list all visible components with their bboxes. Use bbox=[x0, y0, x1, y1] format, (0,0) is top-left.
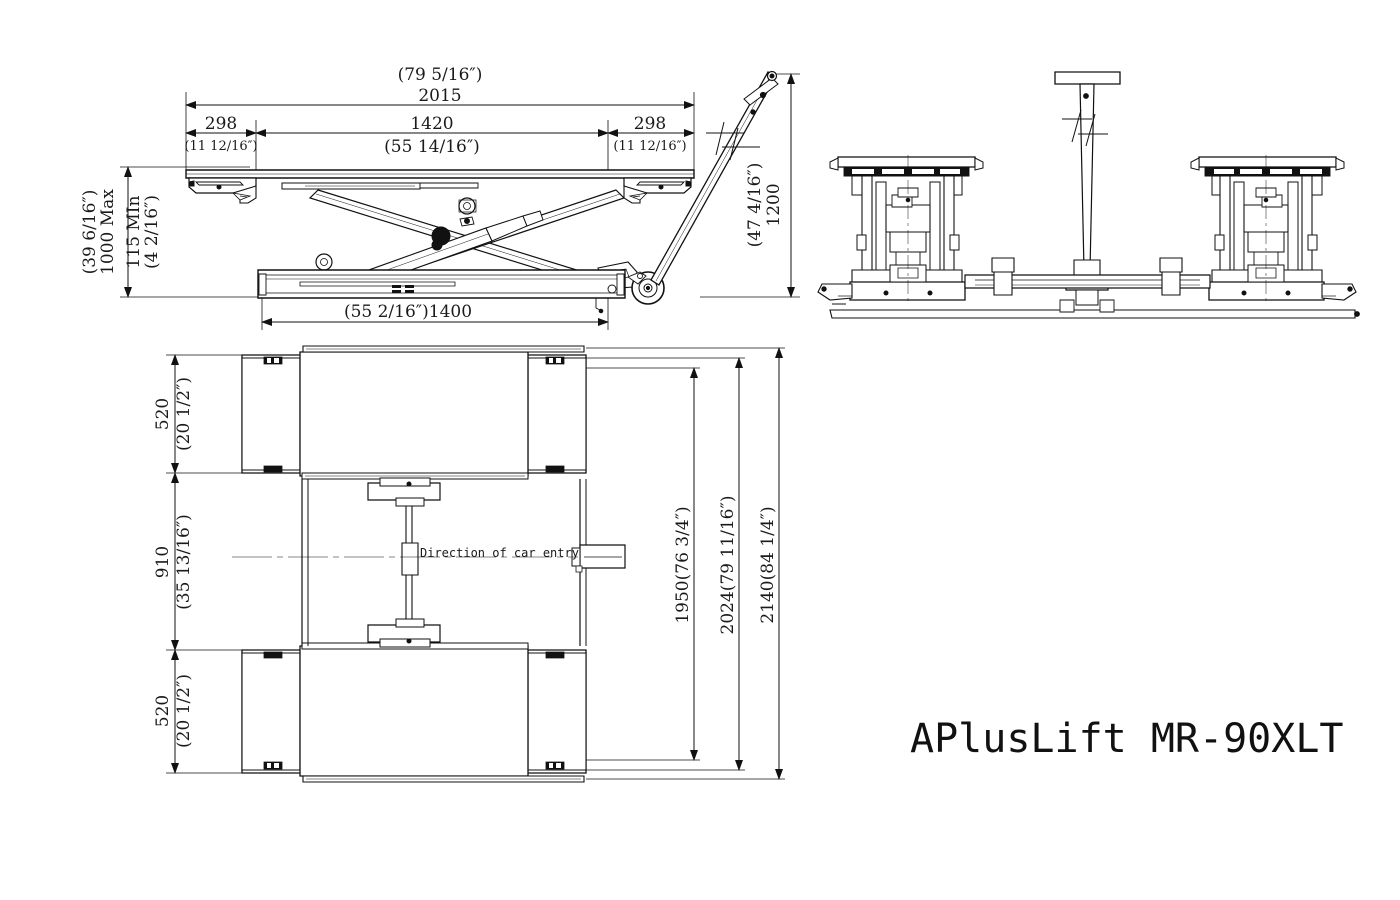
label-overall-length-in: (79 5/16″) bbox=[398, 65, 483, 85]
label-right-ramp-in: (11 12/16″) bbox=[613, 139, 686, 154]
label-plan-width-outer: 2140(84 1/4″) bbox=[758, 506, 778, 623]
plan-bottom-runway bbox=[241, 642, 587, 783]
dim-base-length bbox=[261, 297, 609, 330]
label-min-height-in: (4 2/16″) bbox=[142, 195, 162, 269]
lift-base-frame bbox=[257, 269, 626, 314]
label-left-ramp-mm: 298 bbox=[205, 114, 237, 134]
dim-lift-height bbox=[120, 166, 260, 298]
label-plan-middle-gap-in: (35 13/16″) bbox=[174, 514, 194, 610]
side-view-group bbox=[120, 70, 800, 330]
front-view-right-lift bbox=[1190, 155, 1357, 305]
label-handle-height-mm: 1200 bbox=[764, 183, 784, 226]
plan-top-runway bbox=[241, 345, 587, 480]
label-right-ramp-mm: 298 bbox=[634, 114, 666, 134]
label-platform-in: (55 14/16″) bbox=[384, 137, 480, 157]
label-plan-width-inner: 1950(76 3/4″) bbox=[673, 506, 693, 623]
label-plan-bottom-band-in: (20 1/2″) bbox=[174, 674, 194, 748]
label-plan-middle-gap-mm: 910 bbox=[153, 546, 173, 578]
label-overall-length-mm: 2015 bbox=[418, 86, 461, 106]
label-plan-top-band-mm: 520 bbox=[153, 398, 173, 430]
label-min-height-mm: 115 MIn bbox=[124, 195, 144, 268]
scissor-mechanism bbox=[308, 189, 638, 295]
center-post bbox=[1054, 71, 1121, 306]
plan-middle-frame bbox=[232, 477, 626, 648]
front-view-crossbar bbox=[829, 257, 1360, 319]
front-view-group bbox=[817, 71, 1360, 319]
lift-handle bbox=[650, 70, 779, 286]
product-title: APlusLift MR-90XLT bbox=[910, 716, 1343, 762]
lift-top-platform bbox=[185, 169, 695, 204]
front-view-left-lift bbox=[817, 155, 984, 305]
label-max-height-mm: 1000 Max bbox=[98, 189, 118, 275]
label-handle-height-in: (47 4/16″) bbox=[745, 163, 765, 248]
label-base-length: (55 2/16″)1400 bbox=[344, 302, 472, 322]
label-plan-width-middle: 2024(79 11/16″) bbox=[718, 496, 738, 635]
label-direction-of-car-entry: Direction of car entry bbox=[420, 546, 579, 560]
label-left-ramp-in: (11 12/16″) bbox=[184, 139, 257, 154]
label-plan-bottom-band-mm: 520 bbox=[153, 695, 173, 727]
label-platform-mm: 1420 bbox=[410, 114, 453, 134]
plan-view-group bbox=[166, 345, 785, 783]
plan-view-right-extensions bbox=[586, 347, 785, 780]
label-plan-top-band-in: (20 1/2″) bbox=[174, 377, 194, 451]
label-max-height-in: (39 6/16″) bbox=[80, 190, 100, 275]
